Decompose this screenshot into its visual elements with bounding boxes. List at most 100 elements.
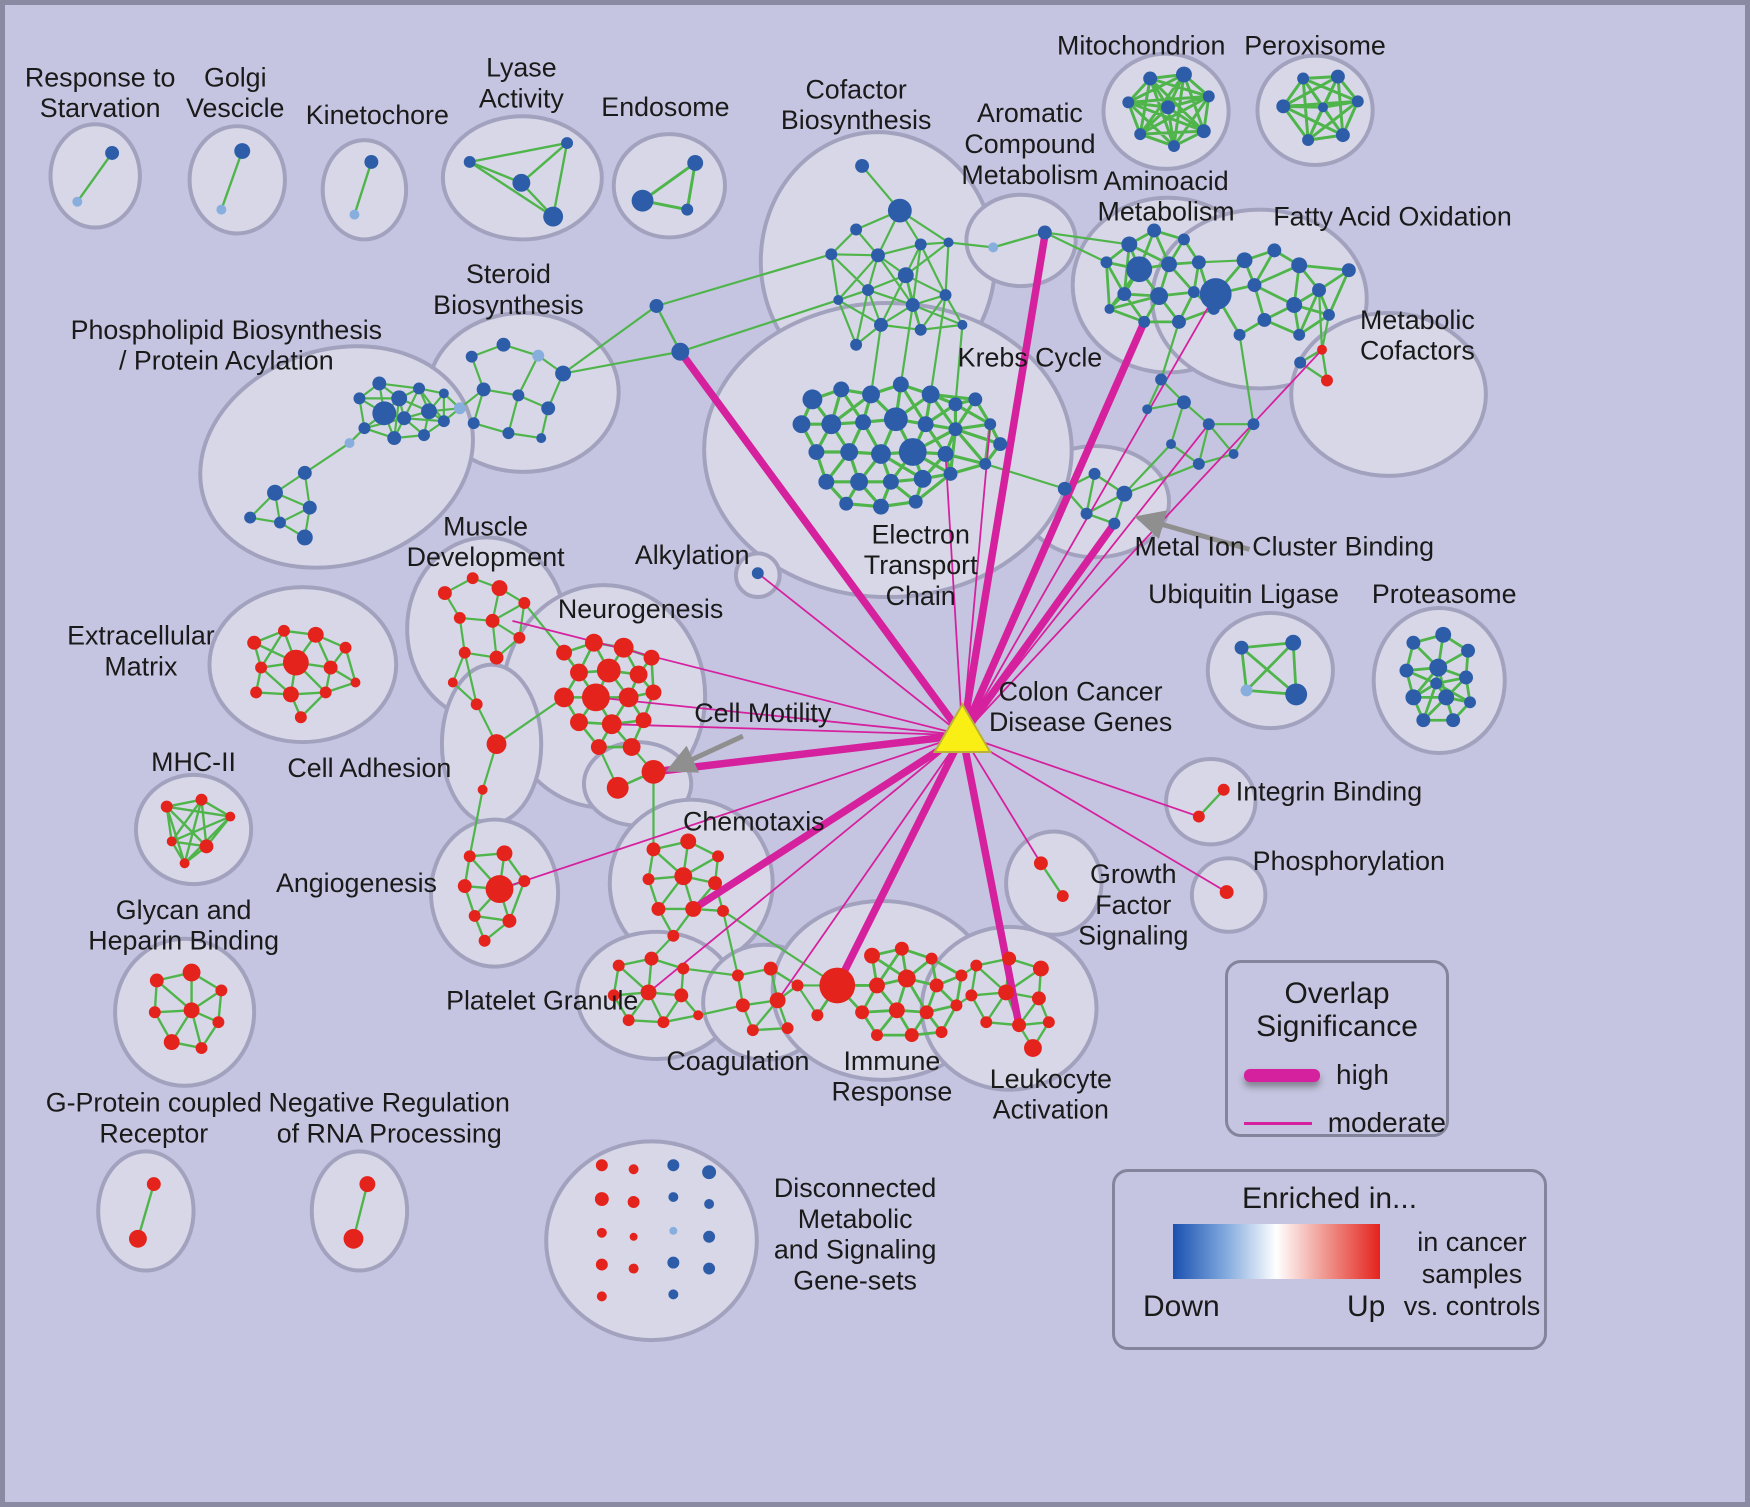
node-proteasome-1 bbox=[1435, 626, 1452, 643]
green-edges-metal-ion-cluster-binding bbox=[1063, 472, 1126, 525]
node-proteasome-8 bbox=[1464, 696, 1476, 709]
node-angiogenesis-7 bbox=[478, 934, 491, 947]
node-steroid-biosynthesis-2 bbox=[532, 349, 545, 362]
green-edges-steroid-biosynthesis bbox=[470, 343, 565, 440]
node-electron-transport-chain-23 bbox=[873, 498, 889, 515]
node-disconnected-gene-sets-16 bbox=[703, 1230, 716, 1243]
node-proteasome-0 bbox=[1406, 635, 1421, 650]
node-muscle-development-4 bbox=[453, 611, 466, 624]
node-cofactor-biosynthesis-2 bbox=[850, 223, 863, 236]
node-proteasome-9 bbox=[1416, 713, 1431, 728]
node-phospholipid-biosynthesis-3 bbox=[413, 382, 426, 395]
node-phospholipid-biosynthesis-16 bbox=[302, 500, 317, 515]
green-edges-response-to-starvation bbox=[76, 151, 114, 203]
node-fatty-acid-oxidation-1 bbox=[1236, 252, 1253, 269]
node-cofactor-biosynthesis-6 bbox=[943, 237, 954, 248]
node-fatty-acid-oxidation-0 bbox=[1199, 278, 1232, 310]
node-proteasome-10 bbox=[1446, 713, 1461, 728]
node-electron-transport-chain-22 bbox=[839, 496, 854, 511]
node-platelet-granule-1 bbox=[644, 951, 659, 966]
node-electron-transport-chain-21 bbox=[943, 466, 958, 481]
moderate-significance-line-swatch bbox=[1244, 1121, 1312, 1125]
node-golgi-vescicle-0 bbox=[234, 143, 251, 159]
down-label: Down bbox=[1143, 1290, 1220, 1323]
node-mhc-ii-5 bbox=[179, 858, 190, 869]
node-disconnected-gene-sets-6 bbox=[627, 1196, 640, 1208]
node-glycan-heparin-binding-4 bbox=[183, 1002, 200, 1019]
node-electron-transport-chain-20 bbox=[913, 469, 932, 488]
node-extracellular-matrix-9 bbox=[319, 686, 332, 699]
node-immune-response-10 bbox=[919, 1005, 934, 1020]
node-chemotaxis-6 bbox=[651, 902, 666, 916]
node-disconnected-gene-sets-14 bbox=[702, 1165, 717, 1180]
node-extracellular-matrix-8 bbox=[282, 686, 299, 703]
node-fatty-acid-oxidation-3 bbox=[1291, 257, 1308, 274]
node-fatty-acid-oxidation-8 bbox=[1293, 328, 1306, 341]
node-coagulation-1 bbox=[763, 961, 778, 976]
node-glycan-heparin-binding-1 bbox=[182, 963, 201, 982]
node-proteasome-2 bbox=[1461, 643, 1475, 658]
node-electron-transport-chain-1 bbox=[833, 381, 850, 398]
node-phospholipid-biosynthesis-12 bbox=[438, 388, 449, 399]
node-golgi-vescicle-1 bbox=[216, 204, 227, 215]
node-extracellular-matrix-5 bbox=[282, 649, 309, 676]
node-phospholipid-biosynthesis-4 bbox=[372, 401, 397, 426]
node-mitochondrion-7 bbox=[1161, 100, 1175, 115]
node-immune-response-2 bbox=[894, 941, 909, 956]
label-phosphorylation: Phosphorylation bbox=[1253, 846, 1445, 876]
node-angiogenesis-2 bbox=[518, 875, 531, 888]
node-muscle-development-9 bbox=[447, 677, 458, 688]
green-edges-kinetochore bbox=[353, 160, 373, 216]
node-coagulation-0 bbox=[731, 969, 744, 982]
node-proteasome-7 bbox=[1438, 689, 1455, 706]
node-response-to-starvation-0 bbox=[72, 196, 83, 207]
node-glycan-heparin-binding-3 bbox=[148, 1006, 161, 1019]
node-angiogenesis-6 bbox=[502, 913, 517, 928]
node-platelet-granule-2 bbox=[677, 962, 690, 975]
node-growth-factor-signaling-0 bbox=[1033, 856, 1048, 871]
node-steroid-biosynthesis-1 bbox=[496, 337, 511, 352]
green-edges-angiogenesis bbox=[463, 852, 526, 942]
node-neurogenesis-6 bbox=[629, 665, 648, 684]
node-phospholipid-biosynthesis-14 bbox=[297, 465, 312, 480]
node-electron-transport-chain-6 bbox=[792, 415, 811, 434]
node-fatty-acid-oxidation-10 bbox=[1247, 278, 1262, 293]
cluster-ellipse-kinetochore bbox=[320, 138, 409, 242]
node-disconnected-gene-sets-8 bbox=[628, 1263, 639, 1274]
node-cofactor-biosynthesis-7 bbox=[897, 267, 914, 284]
node-electron-transport-chain-13 bbox=[840, 443, 859, 461]
node-immune-response-8 bbox=[855, 1005, 870, 1020]
node-aminoacid-metabolism-11 bbox=[1172, 314, 1186, 329]
node-metabolic-branch-1 bbox=[1142, 404, 1153, 415]
node-steroid-biosynthesis-8 bbox=[502, 427, 515, 440]
node-leukocyte-activation-8 bbox=[1042, 1016, 1055, 1029]
overlap-legend-title-line2: Significance bbox=[1256, 1010, 1418, 1043]
node-g-protein-coupled-receptor-1 bbox=[128, 1229, 147, 1248]
node-phospholipid-biosynthesis-10 bbox=[437, 415, 450, 428]
node-mitochondrion-1 bbox=[1143, 71, 1158, 86]
node-disconnected-gene-sets-13 bbox=[668, 1289, 679, 1300]
node-electron-transport-chain-9 bbox=[883, 407, 908, 432]
green-edges-muscle-development bbox=[443, 577, 526, 684]
node-extracellular-matrix-10 bbox=[294, 711, 307, 724]
node-steroid-biosynthesis-9 bbox=[536, 433, 547, 444]
moderate-significance-label: moderate bbox=[1327, 1107, 1446, 1138]
node-endosome-2 bbox=[681, 203, 694, 216]
gene-set-nodes bbox=[72, 66, 1476, 1302]
overlap-significance-legend: Overlap Significance high moderate bbox=[1225, 960, 1449, 1138]
node-integrin-binding-1 bbox=[1217, 783, 1230, 796]
node-peroxisome-6 bbox=[1318, 102, 1328, 113]
hub-links-moderate bbox=[499, 293, 1323, 1001]
node-immune-response-1 bbox=[864, 947, 880, 964]
node-disconnected-gene-sets-7 bbox=[629, 1232, 638, 1241]
cluster-ellipse-endosome bbox=[611, 132, 727, 240]
green-edges-chemotaxis bbox=[647, 840, 725, 937]
